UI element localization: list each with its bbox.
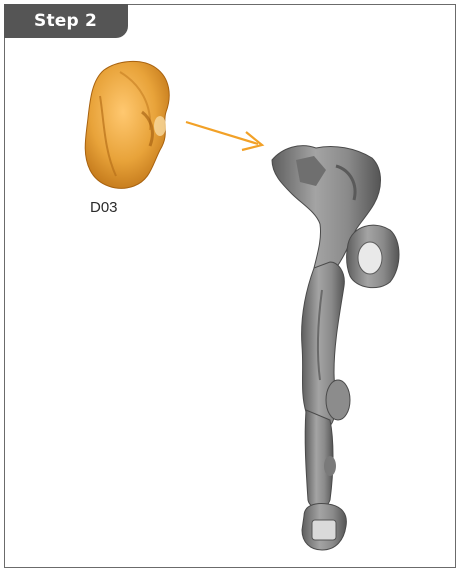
part-label: D03 (90, 199, 118, 216)
figure-model (272, 146, 399, 550)
part-d03-piece (85, 61, 169, 188)
placement-arrow (186, 122, 262, 150)
